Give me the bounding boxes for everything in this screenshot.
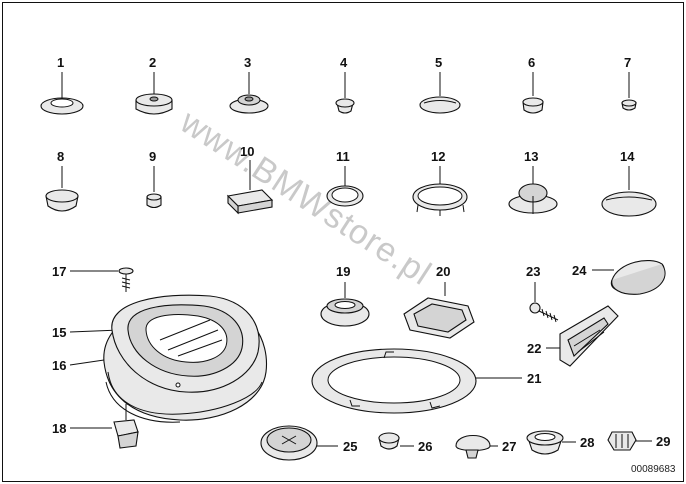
part-number-13: 13 [524,149,538,164]
part-number-1: 1 [57,55,64,70]
part-23-screw: 23 [526,264,559,323]
part-21-ring: 21 [311,348,541,414]
part-14-cap: 14 [601,149,657,217]
part-number-26: 26 [418,439,432,454]
part-26-plug: 26 [378,432,432,454]
part-10-cover: 10 [226,144,274,215]
part-5-cap: 5 [419,55,461,114]
part-3-grommet: 3 [229,55,269,114]
part-number-6: 6 [528,55,535,70]
part-7-plug: 7 [621,55,637,111]
part-9-plug: 9 [146,149,162,209]
part-number-9: 9 [149,149,156,164]
part-11-grommet: 11 [326,149,364,207]
part-13-clip-cap: 13 [508,149,558,214]
part-29-clip: 29 [607,431,670,451]
part-19-grommet: 19 [320,264,370,327]
part-number-10: 10 [240,144,254,159]
part-20-pad: 20 [403,264,475,339]
part-17-screw: 17 [52,264,134,292]
part-number-12: 12 [431,149,445,164]
part-number-19: 19 [336,264,350,279]
part-number-16: 16 [52,358,66,373]
part-15-16-cover-assembly: 15 16 [52,294,268,423]
part-number-29: 29 [656,434,670,449]
part-12-ring: 12 [412,149,468,216]
part-24-cap: 24 [572,260,666,295]
part-number-22: 22 [527,341,541,356]
part-27-clip-plug: 27 [455,434,516,459]
part-number-7: 7 [624,55,631,70]
part-18-clip-nut: 18 [52,404,139,449]
part-number-3: 3 [244,55,251,70]
part-number-2: 2 [149,55,156,70]
part-number-27: 27 [502,439,516,454]
part-number-21: 21 [527,371,541,386]
part-number-8: 8 [57,149,64,164]
part-6-plug: 6 [522,55,544,114]
part-1-grommet: 1 [40,55,84,115]
part-28-grommet: 28 [526,430,594,455]
part-number-5: 5 [435,55,442,70]
part-number-15: 15 [52,325,66,340]
part-number-17: 17 [52,264,66,279]
part-number-24: 24 [572,263,587,278]
part-number-18: 18 [52,421,66,436]
part-number-4: 4 [340,55,348,70]
part-number-14: 14 [620,149,635,164]
watermark: www.BMWstore.pl [173,102,438,293]
part-2-grommet: 2 [135,55,173,115]
part-8-plug: 8 [45,149,79,212]
part-4-plug: 4 [335,55,355,114]
part-number-28: 28 [580,435,594,450]
part-number-11: 11 [336,149,350,164]
diagram-code: 00089683 [631,464,676,475]
part-number-20: 20 [436,264,450,279]
part-number-25: 25 [343,439,357,454]
part-22-bracket: 22 [527,305,619,367]
part-25-cap: 25 [260,425,357,461]
part-number-23: 23 [526,264,540,279]
